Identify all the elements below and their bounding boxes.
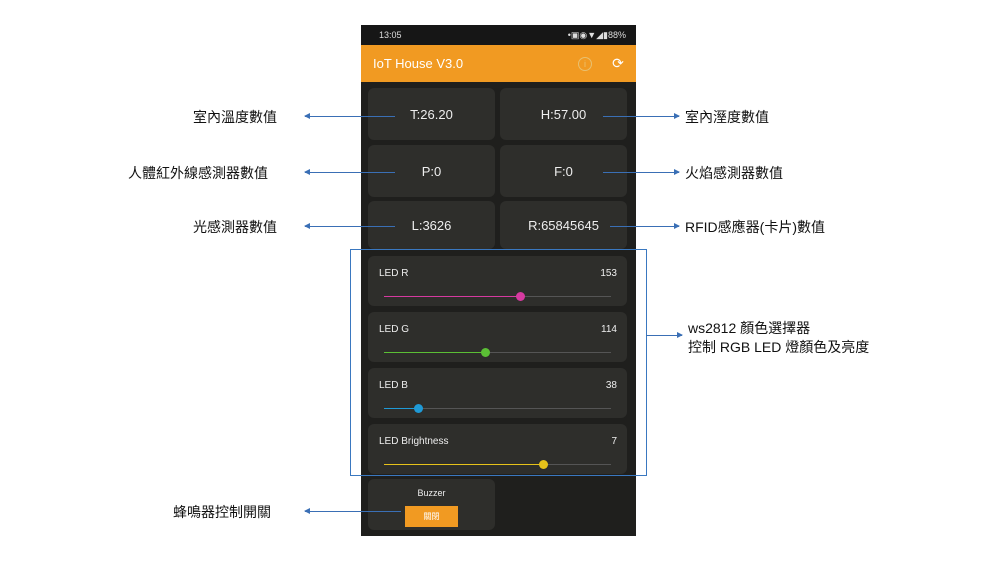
buzzer-card: Buzzer 關閉 [368, 479, 495, 530]
note-ws2812-desc: 控制 RGB LED 燈顏色及亮度 [688, 339, 870, 355]
refresh-icon[interactable]: ⟳ [612, 55, 624, 71]
slider-thumb[interactable] [516, 292, 526, 301]
slider-label: LED R [379, 268, 409, 279]
slider-value: 38 [605, 380, 617, 391]
arrow-temperature [304, 113, 395, 119]
slider-track[interactable] [384, 460, 611, 469]
buzzer-title: Buzzer [417, 488, 446, 498]
slider-label: LED B [379, 380, 408, 391]
note-ws2812-title: ws2812 顏色選擇器 [688, 320, 811, 336]
note-light: 光感測器數值 [193, 219, 277, 235]
arrow-rfid [610, 223, 680, 229]
note-rfid: RFID感應器(卡片)數值 [685, 219, 825, 235]
status-bar: 13:05 •▣◉▼◢▮88% [361, 25, 636, 45]
humidity-card: H:57.00 [500, 88, 627, 140]
slider-value: 7 [611, 436, 617, 447]
slider-label: LED G [379, 324, 410, 335]
pir-card: P:0 [368, 145, 495, 197]
arrow-flame [603, 169, 680, 175]
slider-thumb[interactable] [538, 460, 548, 469]
note-humidity: 室內溼度數值 [685, 109, 769, 125]
status-time: 13:05 [379, 30, 402, 40]
app-title: IoT House V3.0 [373, 56, 464, 71]
phone-screen: 13:05 •▣◉▼◢▮88% IoT House V3.0 i ⟳ T:26.… [361, 25, 636, 536]
info-icon[interactable]: i [578, 56, 592, 71]
note-pir: 人體紅外線感測器數值 [128, 165, 268, 181]
app-bar: IoT House V3.0 i ⟳ [361, 45, 636, 82]
arrow-ws2812 [646, 332, 683, 338]
status-icons: •▣◉▼◢▮ [567, 29, 608, 40]
slider-thumb[interactable] [413, 404, 423, 413]
slider-track[interactable] [384, 292, 611, 301]
note-temperature: 室內溫度數值 [193, 109, 277, 125]
slider-value: 153 [600, 268, 617, 279]
slider-card: LED R 153 [368, 256, 627, 306]
note-flame: 火焰感測器數值 [685, 165, 783, 181]
arrow-pir [304, 169, 395, 175]
battery-level: 88% [607, 29, 626, 40]
note-buzzer: 蜂鳴器控制開關 [173, 504, 271, 520]
slider-label: LED Brightness [379, 436, 449, 447]
slider-card: LED Brightness 7 [368, 424, 627, 474]
rfid-card: R:65845645 [500, 201, 627, 249]
temperature-card: T:26.20 [368, 88, 495, 140]
ws2812-highlight-box [350, 249, 647, 476]
slider-track[interactable] [384, 348, 611, 357]
slider-track[interactable] [384, 404, 611, 413]
arrow-light [304, 223, 395, 229]
slider-card: LED G 114 [368, 312, 627, 362]
arrow-buzzer [304, 508, 401, 514]
slider-card: LED B 38 [368, 368, 627, 418]
slider-value: 114 [601, 324, 617, 335]
buzzer-toggle-button[interactable]: 關閉 [405, 506, 458, 527]
flame-card: F:0 [500, 145, 627, 197]
slider-thumb[interactable] [481, 348, 491, 357]
light-card: L:3626 [368, 201, 495, 249]
arrow-humidity [603, 113, 680, 119]
